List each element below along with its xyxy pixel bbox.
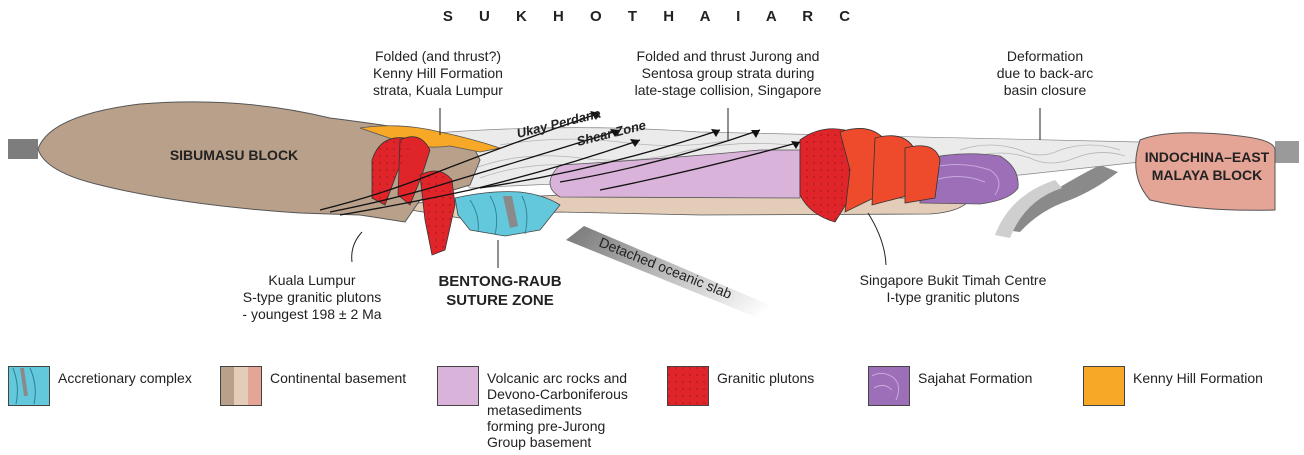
annotation-line: Kenny Hill Formation	[338, 65, 538, 82]
jurong-annotation: Folded and thrust Jurong and Sentosa gro…	[628, 48, 828, 99]
legend-line: Volcanic arc rocks and	[487, 370, 628, 386]
annotation-line: BENTONG-RAUB	[420, 272, 580, 291]
legend-line: Devono-Carboniferous	[487, 386, 628, 402]
annotation-line: Folded (and thrust?)	[338, 48, 538, 65]
legend-sajahat: Sajahat Formation	[868, 366, 1032, 406]
legend-accretionary: Accretionary complex	[8, 366, 192, 406]
legend-swatch-continental	[220, 366, 262, 406]
legend-line: metasediments	[487, 402, 628, 418]
annotation-line: Folded and thrust Jurong and	[628, 48, 828, 65]
annotation-line: Singapore Bukit Timah Centre	[848, 272, 1058, 289]
annotation-line: SUTURE ZONE	[420, 291, 580, 310]
annotation-line: - youngest 198 ± 2 Ma	[222, 306, 402, 323]
annotation-line: Kuala Lumpur	[222, 272, 402, 289]
legend-label: Accretionary complex	[58, 370, 192, 386]
legend-kenny-hill: Kenny Hill Formation	[1083, 366, 1263, 406]
legend-swatch-volcanic	[437, 366, 479, 406]
legend-line: forming pre-Jurong	[487, 418, 628, 434]
annotation-line: basin closure	[970, 82, 1120, 99]
legend-label: Kenny Hill Formation	[1133, 370, 1263, 386]
annotation-line: Deformation	[970, 48, 1120, 65]
legend-swatch-granitic	[667, 366, 709, 406]
annotation-line: Sentosa group strata during	[628, 65, 828, 82]
legend-granitic: Granitic plutons	[667, 366, 814, 406]
sibumasu-block-label: SIBUMASU BLOCK	[170, 147, 298, 163]
annotation-line: S-type granitic plutons	[222, 289, 402, 306]
left-stub	[8, 139, 38, 159]
legend-swatch-accretionary	[8, 366, 50, 406]
deformation-annotation: Deformation due to back-arc basin closur…	[970, 48, 1120, 99]
kuala-lumpur-plutons-annotation: Kuala Lumpur S-type granitic plutons - y…	[222, 272, 402, 323]
legend-label: Sajahat Formation	[918, 370, 1032, 386]
indochina-label-line-2: MALAYA BLOCK	[1152, 167, 1262, 183]
legend-continental: Continental basement	[220, 366, 406, 406]
legend-label: Continental basement	[270, 370, 406, 386]
singapore-plutons-annotation: Singapore Bukit Timah Centre I-type gran…	[848, 272, 1058, 306]
legend-line: Group basement	[487, 434, 628, 450]
annotation-line: I-type granitic plutons	[848, 289, 1058, 306]
legend-swatch-kenny-hill	[1083, 366, 1125, 406]
indochina-label-line-1: INDOCHINA–EAST	[1145, 149, 1270, 165]
legend-volcanic: Volcanic arc rocks and Devono-Carbonifer…	[437, 366, 628, 450]
right-stub	[1275, 141, 1299, 163]
annotation-line: strata, Kuala Lumpur	[338, 82, 538, 99]
bentong-raub-label: BENTONG-RAUB SUTURE ZONE	[420, 272, 580, 310]
annotation-line: late-stage collision, Singapore	[628, 82, 828, 99]
legend-label-volcanic: Volcanic arc rocks and Devono-Carbonifer…	[487, 370, 628, 450]
kenny-hill-annotation: Folded (and thrust?) Kenny Hill Formatio…	[338, 48, 538, 99]
legend-label: Granitic plutons	[717, 370, 814, 386]
annotation-line: due to back-arc	[970, 65, 1120, 82]
legend-swatch-sajahat	[868, 366, 910, 406]
detached-slab-label: Detached oceanic slab	[597, 234, 735, 302]
